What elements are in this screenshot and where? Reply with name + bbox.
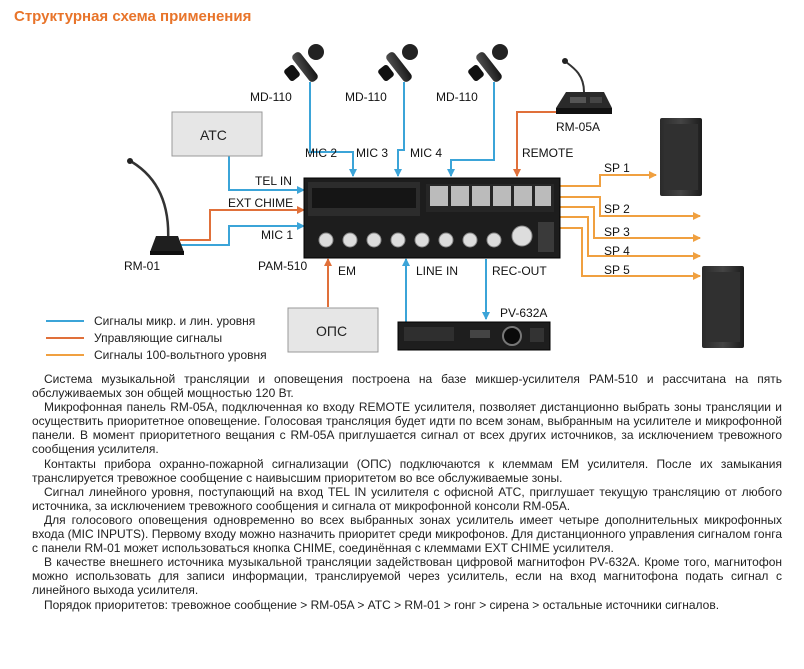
page-title: Структурная схема применения — [14, 8, 252, 25]
port-remote: REMOTE — [522, 146, 573, 160]
port-line-in: LINE IN — [416, 264, 458, 278]
port-mic2: MIC 2 — [305, 146, 337, 160]
port-mic3: MIC 3 — [356, 146, 388, 160]
rm05a-panel — [556, 58, 612, 114]
ops-box — [287, 307, 379, 353]
legend-swatch — [46, 319, 84, 322]
port-sp1: SP 1 — [604, 161, 630, 175]
speaker-sp1 — [660, 118, 702, 196]
legend-item: Управляющие сигналы — [46, 329, 267, 346]
mic3-label: MD-110 — [436, 90, 478, 104]
atc-label: АТС — [200, 127, 227, 143]
speaker-sp5 — [702, 266, 744, 348]
port-sp4: SP 4 — [604, 244, 630, 258]
mic2-label: MD-110 — [345, 90, 387, 104]
port-mic1: MIC 1 — [261, 228, 293, 242]
port-sp2: SP 2 — [604, 202, 630, 216]
port-sp5: SP 5 — [604, 263, 630, 277]
legend-swatch — [46, 336, 84, 339]
legend-label: Сигналы 100-вольтного уровня — [94, 347, 267, 362]
mic-md110-1 — [284, 44, 324, 82]
pam510-amplifier — [303, 177, 561, 259]
atc-box — [171, 111, 263, 157]
port-ext-chime: EXT CHIME — [228, 196, 293, 210]
rm05a-label: RM-05A — [556, 120, 600, 134]
legend-label: Сигналы микр. и лин. уровня — [94, 313, 256, 328]
port-mic4: MIC 4 — [410, 146, 442, 160]
ops-label: ОПС — [316, 323, 347, 339]
paragraph: Сигнал линейного уровня, поступающий на … — [32, 484, 782, 513]
rm01-mic — [127, 158, 184, 255]
pv632a-label: PV-632A — [500, 306, 547, 320]
paragraph: Микрофонная панель RM-05A, подключенная … — [32, 400, 782, 457]
port-tel-in: TEL IN — [255, 174, 292, 188]
description-text: Система музыкальной трансляции и оповеще… — [32, 372, 782, 612]
pv632a-recorder — [397, 321, 551, 351]
paragraph: Порядок приоритетов: тревожное сообщение… — [44, 597, 720, 612]
paragraph: Система музыкальной трансляции и оповеще… — [32, 372, 782, 401]
mic-md110-2 — [378, 44, 418, 82]
paragraph: Контакты прибора охранно-пожарной сигнал… — [32, 456, 782, 485]
paragraph: В качестве внешнего источника музыкально… — [32, 555, 782, 598]
rm01-label: RM-01 — [124, 259, 160, 273]
port-em: EM — [338, 264, 356, 278]
paragraph: Для голосового оповещения одновременно в… — [32, 512, 782, 556]
legend-item: Сигналы микр. и лин. уровня — [46, 312, 267, 329]
legend-label: Управляющие сигналы — [94, 330, 223, 345]
structure-diagram: MD-110 MD-110 MD-110 RM-05A АТС RM-01 — [124, 44, 744, 353]
legend: Сигналы микр. и лин. уровня Управляющие … — [46, 312, 267, 363]
legend-swatch — [46, 353, 84, 356]
mic-md110-3 — [468, 44, 508, 82]
legend-item: Сигналы 100-вольтного уровня — [46, 346, 267, 363]
mic1-label: MD-110 — [250, 90, 292, 104]
port-rec-out: REC-OUT — [492, 264, 547, 278]
pam510-label: PAM-510 — [258, 259, 307, 273]
port-sp3: SP 3 — [604, 225, 630, 239]
